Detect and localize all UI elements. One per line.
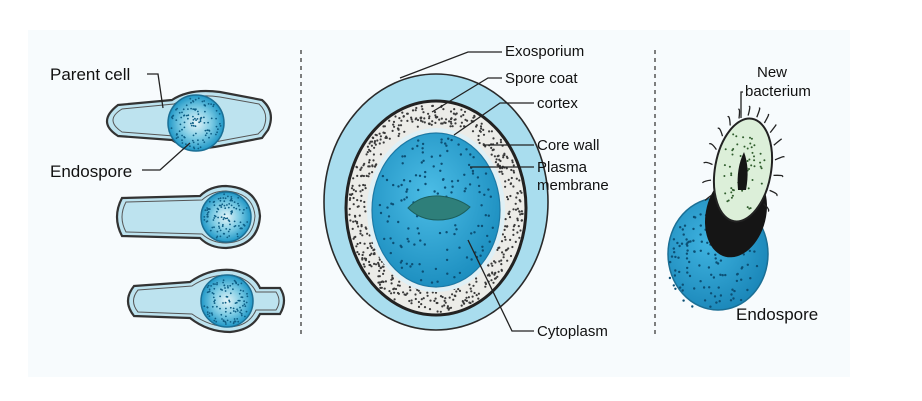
leader-cortex: [453, 102, 534, 136]
nucleoid: [407, 195, 471, 221]
label-cortex: cortex: [537, 95, 578, 112]
core-wall-layer: [367, 128, 505, 292]
label-endospore-left: Endospore: [50, 162, 132, 181]
endospore-in-cell-1: [167, 94, 225, 152]
leader-exosporium: [399, 51, 502, 79]
label-spore-coat: Spore coat: [505, 70, 578, 87]
parent-cell-1: [105, 89, 273, 152]
endospore-body-dots: [668, 213, 759, 308]
leader-cytoplasm: [467, 239, 534, 332]
bacterium-nucleoid: [737, 152, 748, 190]
label-new-line2: bacterium: [745, 83, 811, 100]
label-plasma-line2: membrane: [537, 177, 609, 194]
endospore-speckles: [170, 97, 249, 325]
label-cytoplasm: Cytoplasm: [537, 323, 608, 340]
endospore-in-cell-2: [200, 191, 252, 243]
label-exosporium: Exosporium: [505, 43, 584, 60]
spore-cross-section: [323, 73, 549, 331]
leader-spore-coat: [431, 77, 502, 113]
leader-parent-cell: [147, 73, 164, 109]
leader-endospore-left: [142, 142, 191, 171]
endospore-in-cell-3: [200, 274, 254, 328]
label-new-line1: New: [757, 64, 787, 81]
label-endospore-right: Endospore: [736, 305, 818, 324]
leader-new-bacterium: [740, 91, 743, 118]
label-parent-cell: Parent cell: [50, 65, 130, 84]
label-plasma-line1: Plasma: [537, 159, 588, 176]
bacterium-cilia: [701, 105, 785, 212]
germinating-endospore: [667, 105, 785, 311]
cortex-dots: [348, 104, 524, 313]
label-core-wall: Core wall: [537, 137, 600, 154]
